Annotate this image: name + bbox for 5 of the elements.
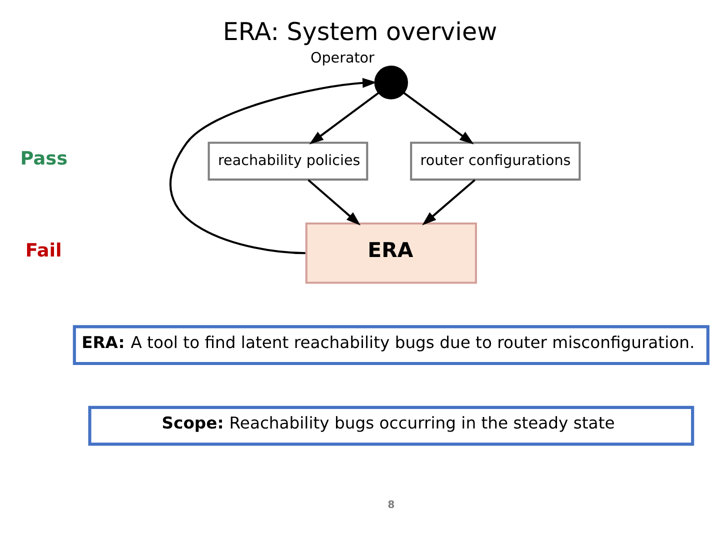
label: 8 [388,500,395,511]
label: Pass [20,148,68,170]
label: Fail [25,240,62,262]
node-label: Operator [310,50,374,66]
diagram-title: ERA: System overview [222,16,498,46]
